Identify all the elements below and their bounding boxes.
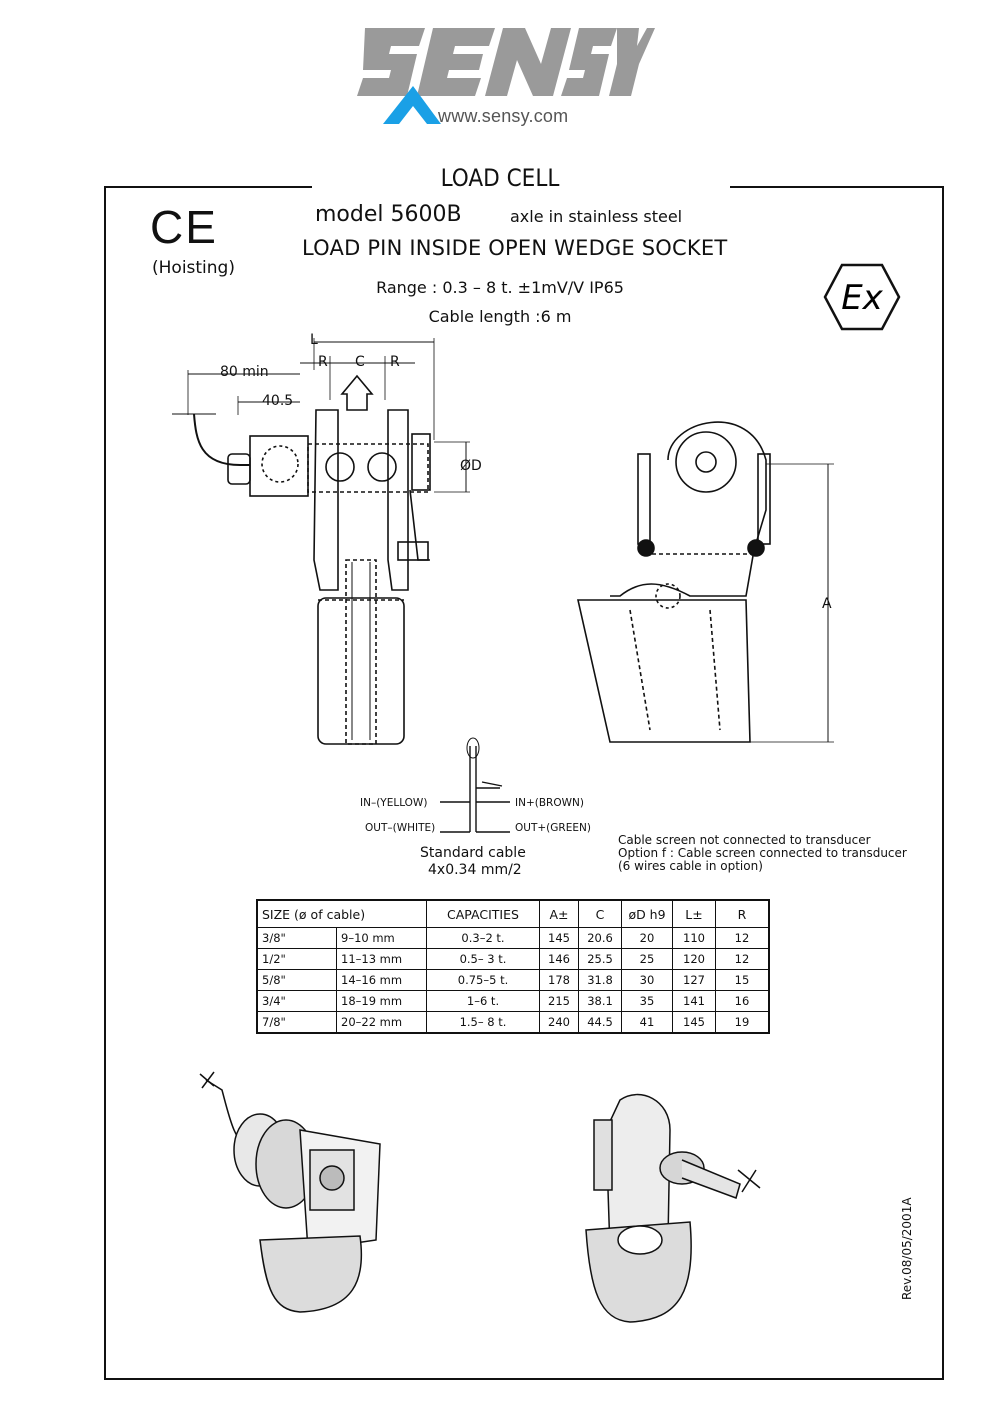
model-material: axle in stainless steel	[510, 207, 683, 226]
table-cell: 127	[672, 969, 716, 991]
page-title: LOAD CELL	[440, 164, 560, 192]
th-d: øD h9	[621, 899, 673, 928]
table-cell: 141	[672, 990, 716, 1012]
table-cell: 12	[715, 927, 770, 949]
table-cell: 20	[621, 927, 673, 949]
table-cell: 0.3–2 t.	[426, 927, 540, 949]
cable-title: Standard cable	[420, 845, 526, 861]
table-cell: 145	[539, 927, 579, 949]
dim-40-5-label: 40.5	[262, 393, 294, 409]
table-cell: 19	[715, 1011, 770, 1034]
wire-in-minus: IN–(YELLOW)	[360, 797, 428, 809]
table-cell: 178	[539, 969, 579, 991]
table-cell: 7/8"	[256, 1011, 337, 1034]
frame-bottom	[104, 1378, 944, 1380]
table-cell: 20–22 mm	[336, 1011, 427, 1034]
headline: LOAD PIN INSIDE OPEN WEDGE SOCKET	[302, 236, 728, 260]
table-cell: 5/8"	[256, 969, 337, 991]
table-cell: 41	[621, 1011, 673, 1034]
table-cell: 215	[539, 990, 579, 1012]
wire-out-plus: OUT+(GREEN)	[515, 822, 591, 834]
svg-text:Ex: Ex	[841, 278, 883, 318]
th-size: SIZE (ø of cable)	[256, 899, 427, 928]
table-cell: 0.75–5 t.	[426, 969, 540, 991]
dim-a-label: A	[822, 596, 832, 612]
table-cell: 1–6 t.	[426, 990, 540, 1012]
table-cell: 25	[621, 948, 673, 970]
table-cell: 110	[672, 927, 716, 949]
table-cell: 18–19 mm	[336, 990, 427, 1012]
frame-left	[104, 186, 106, 1380]
cable-spec: 4x0.34 mm/2	[428, 862, 522, 878]
cable-wiring-icon	[440, 737, 510, 833]
side-view-drawing	[576, 421, 834, 743]
th-capacities: CAPACITIES	[426, 899, 540, 928]
table-cell: 120	[672, 948, 716, 970]
table-cell: 25.5	[578, 948, 622, 970]
table-cell: 35	[621, 990, 673, 1012]
logo-url: www.sensy.com	[438, 106, 569, 126]
ce-mark: CE	[150, 201, 218, 253]
table-cell: 240	[539, 1011, 579, 1034]
dim-80min-label: 80 min	[220, 364, 269, 380]
table-cell: 31.8	[578, 969, 622, 991]
table-cell: 3/8"	[256, 927, 337, 949]
th-r: R	[715, 899, 770, 928]
note-line: Option f : Cable screen connected to tra…	[618, 846, 907, 860]
table-cell: 11–13 mm	[336, 948, 427, 970]
table-cell: 16	[715, 990, 770, 1012]
spec-range: Range : 0.3 – 8 t. ±1mV/V IP65	[376, 278, 624, 297]
table-cell: 12	[715, 948, 770, 970]
table-cell: 9–10 mm	[336, 927, 427, 949]
spec-cable: Cable length :6 m	[428, 307, 572, 326]
frame-right	[942, 186, 944, 1380]
dim-r-left-label: R	[318, 354, 328, 370]
table-cell: 1/2"	[256, 948, 337, 970]
table-cell: 3/4"	[256, 990, 337, 1012]
table-cell: 145	[672, 1011, 716, 1034]
dim-d-label: ØD	[460, 458, 482, 474]
table-cell: 44.5	[578, 1011, 622, 1034]
note-line: (6 wires cable in option)	[618, 859, 763, 873]
dim-l-label: L	[310, 332, 318, 348]
frame-top-right	[730, 186, 944, 188]
revision-label: Rev.08/05/2001A	[900, 1197, 914, 1300]
th-a: A±	[539, 899, 579, 928]
dim-c-label: C	[355, 354, 365, 370]
table-cell: 0.5– 3 t.	[426, 948, 540, 970]
dimensions-table: SIZE (ø of cable) CAPACITIES A± C øD h9 …	[256, 899, 770, 1034]
table-cell: 15	[715, 969, 770, 991]
model-label: model 5600B	[315, 202, 462, 227]
ex-mark-icon: Ex	[823, 263, 901, 331]
front-view-drawing	[172, 338, 470, 745]
ce-subtitle: (Hoisting)	[152, 258, 235, 278]
th-l: L±	[672, 899, 716, 928]
wire-out-minus: OUT–(WHITE)	[365, 822, 436, 834]
table-cell: 14–16 mm	[336, 969, 427, 991]
note-line: Cable screen not connected to transducer	[618, 833, 871, 847]
sensy-logo	[357, 28, 655, 124]
dim-r-right-label: R	[390, 354, 400, 370]
table-cell: 30	[621, 969, 673, 991]
table-header-row: SIZE (ø of cable) CAPACITIES A± C øD h9 …	[256, 899, 770, 928]
table-cell: 38.1	[578, 990, 622, 1012]
wire-in-plus: IN+(BROWN)	[515, 797, 584, 809]
table-cell: 1.5– 8 t.	[426, 1011, 540, 1034]
isometric-view-right	[585, 1093, 761, 1323]
cable-notes: Cable screen not connected to transducer…	[618, 834, 907, 873]
th-c: C	[578, 899, 622, 928]
table-cell: 146	[539, 948, 579, 970]
frame-top-left	[104, 186, 312, 188]
isometric-view-left	[199, 1071, 381, 1313]
table-cell: 20.6	[578, 927, 622, 949]
